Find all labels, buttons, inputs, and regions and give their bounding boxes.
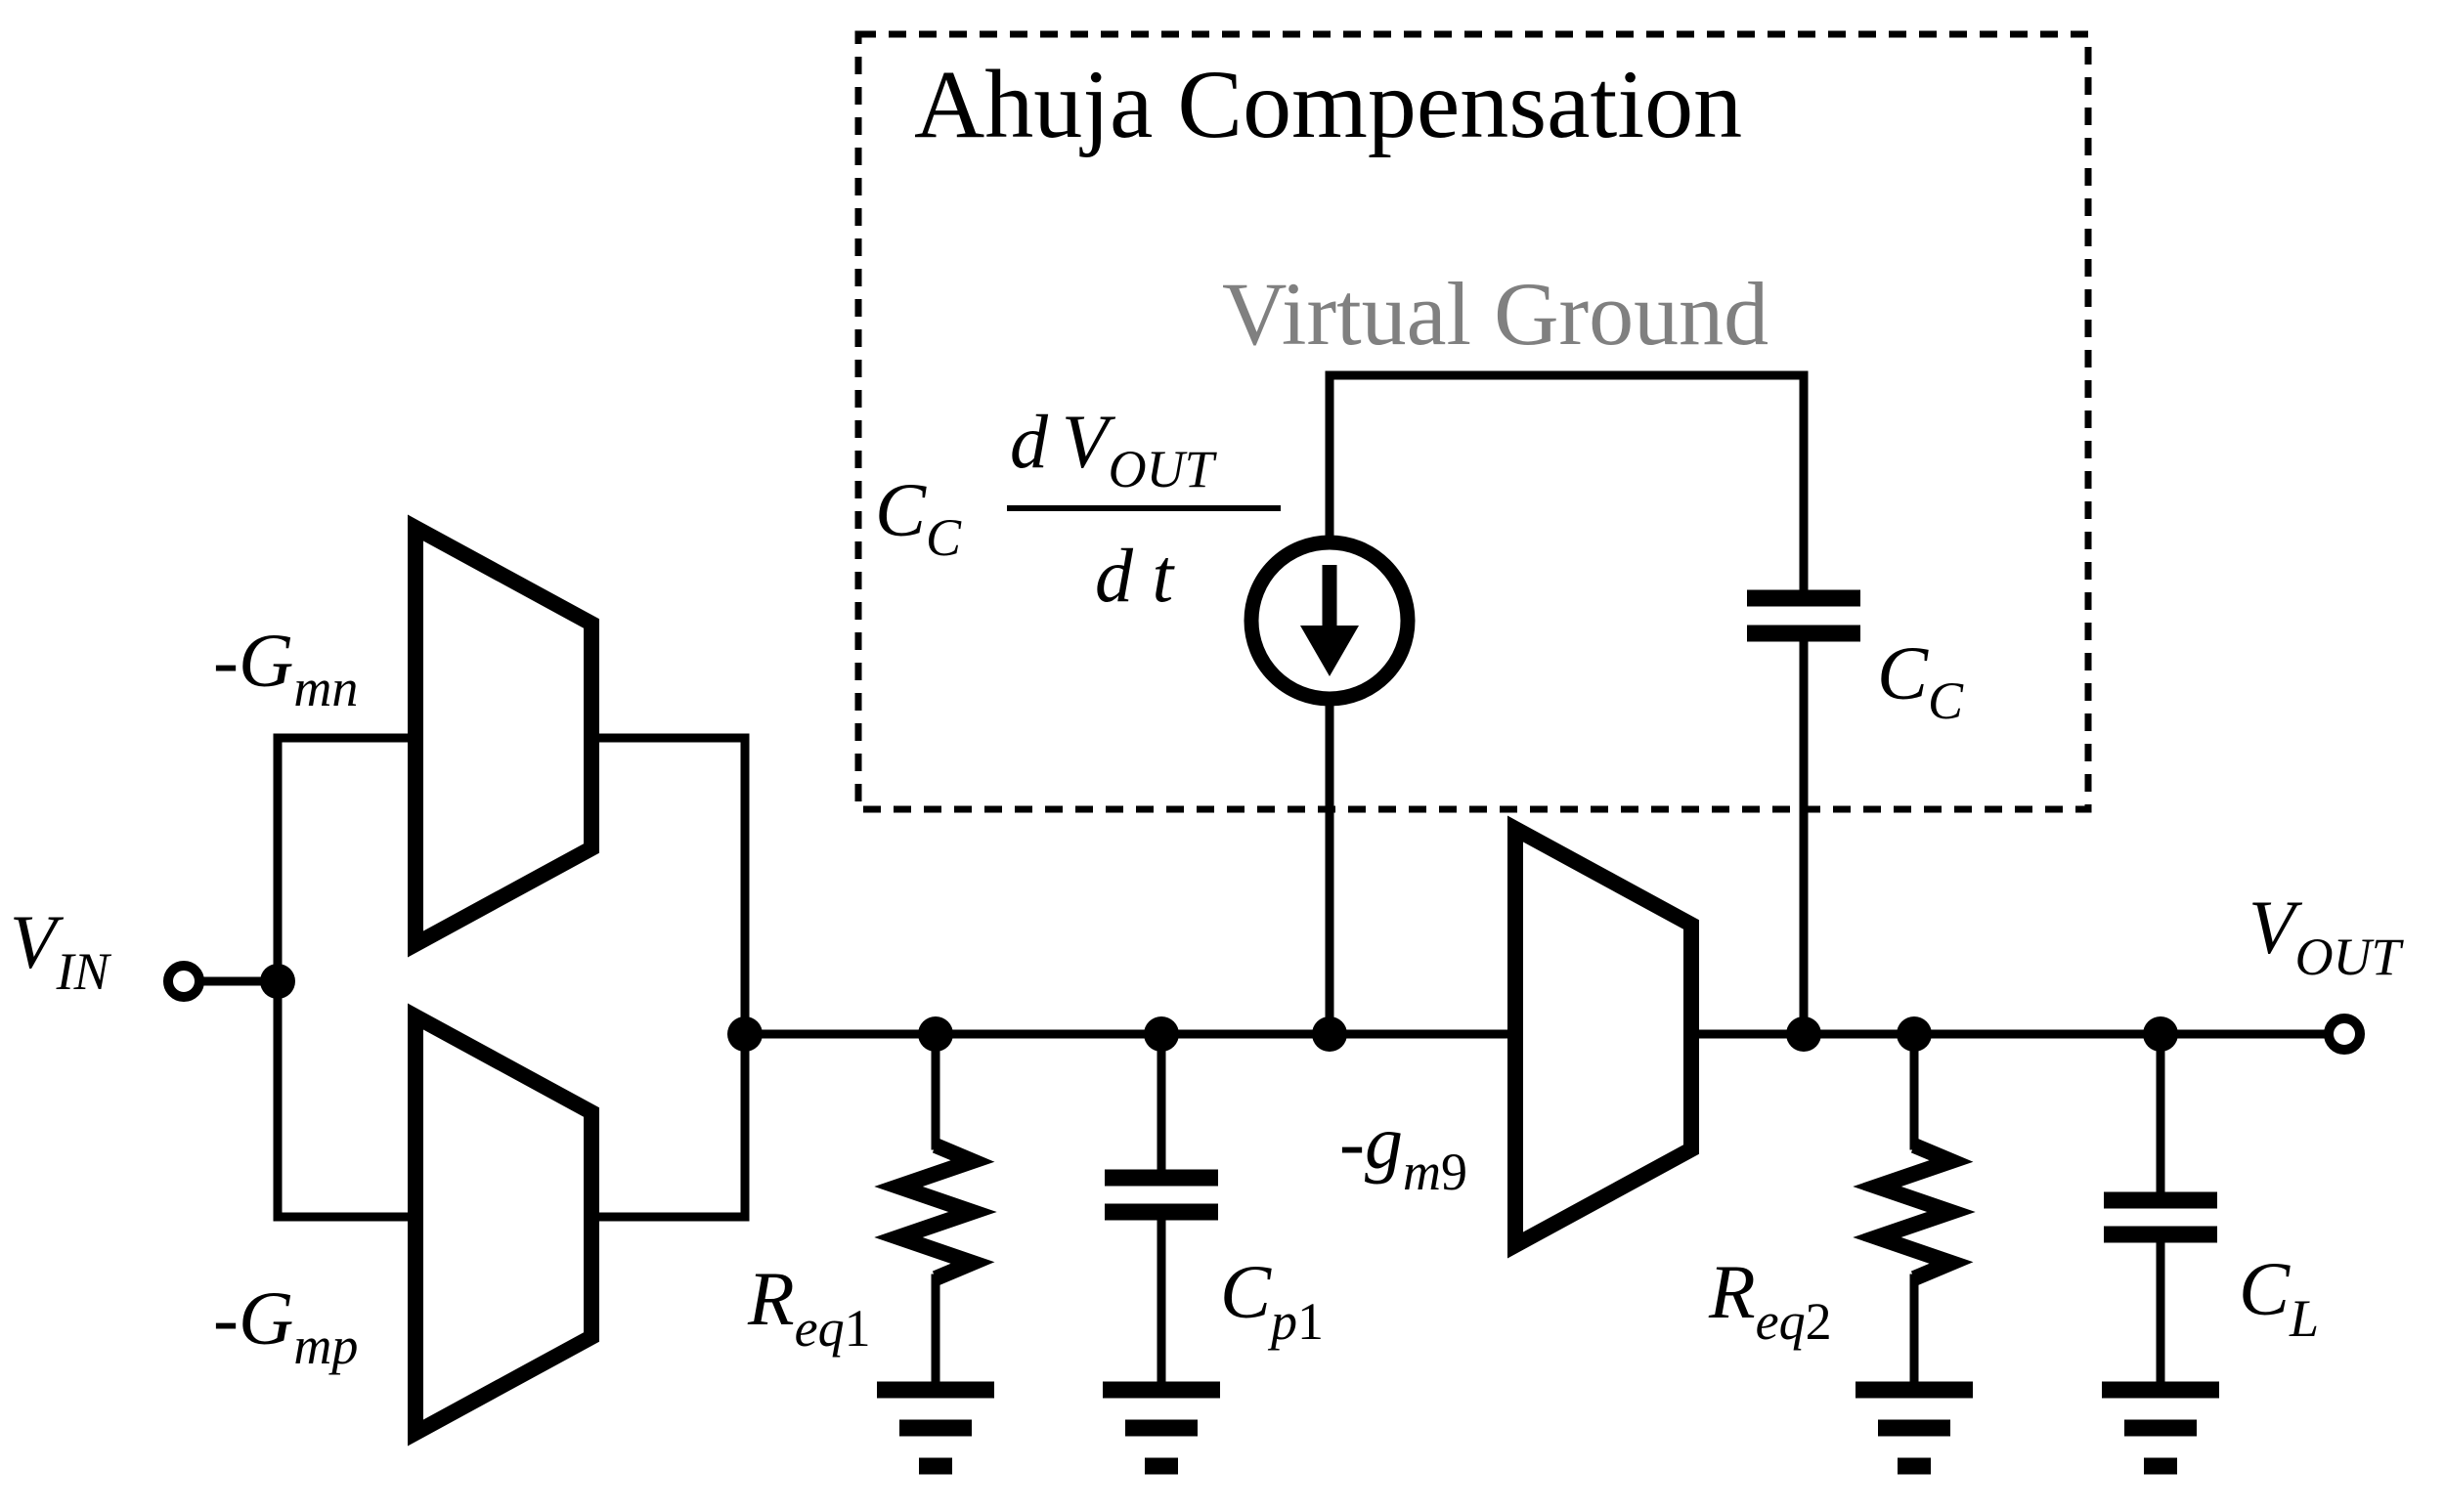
- cc-junction-dot: [1786, 1016, 1821, 1052]
- denominator-label: d t: [1095, 533, 1176, 618]
- virtual-ground-wire: [1325, 370, 1809, 603]
- open-circle-terminal-icon: [2324, 1014, 2365, 1055]
- transconductance-amplifier-icon: [408, 1003, 599, 1447]
- virtual-ground-label: Virtual Ground: [1222, 264, 1768, 364]
- gm9-label: -gm9: [1339, 1100, 1467, 1201]
- resistor-zigzag-icon: [1853, 1138, 1976, 1286]
- gmp-label: -Gmp: [213, 1275, 358, 1375]
- transconductance-amplifier-icon: [1507, 815, 1699, 1259]
- output-label: VOUT: [2249, 885, 2405, 986]
- cc-coef-label: CC: [875, 467, 962, 567]
- req2-label: Req2: [1708, 1249, 1832, 1351]
- req1-label: Req1: [747, 1256, 871, 1358]
- open-circle-terminal-icon: [163, 961, 204, 1002]
- ground-symbol-icon: [877, 1381, 994, 1475]
- capacitor-icon: [2104, 1191, 2217, 1243]
- resistor-zigzag-icon: [874, 1138, 997, 1286]
- node1-junction-dot: [727, 1016, 763, 1052]
- stage1-output-merge-wire: [587, 733, 750, 1222]
- transconductance-amplifier-icon: [408, 514, 599, 958]
- cl-label: CL: [2239, 1246, 2319, 1348]
- input-split-wire: [273, 733, 415, 1222]
- ground-symbol-icon: [2102, 1381, 2219, 1475]
- input-label: VIN: [10, 899, 112, 1001]
- current-source-junction-dot: [1312, 1016, 1347, 1052]
- ground-symbol-icon: [1856, 1381, 1973, 1475]
- ground-symbol-icon: [1103, 1381, 1220, 1475]
- gmn-label: -Gmn: [213, 618, 358, 717]
- ahuja-compensation-box: [854, 30, 2092, 813]
- input-junction-dot: [260, 964, 295, 999]
- cp1-label: Cp1: [1220, 1249, 1324, 1351]
- cc-label: CC: [1877, 630, 1964, 730]
- compensation-title: Ahuja Compensation: [914, 50, 1742, 158]
- current-source-arrow-down-icon: [1244, 535, 1416, 707]
- capacitor-icon: [1747, 589, 1860, 642]
- capacitor-icon: [1105, 1169, 1218, 1221]
